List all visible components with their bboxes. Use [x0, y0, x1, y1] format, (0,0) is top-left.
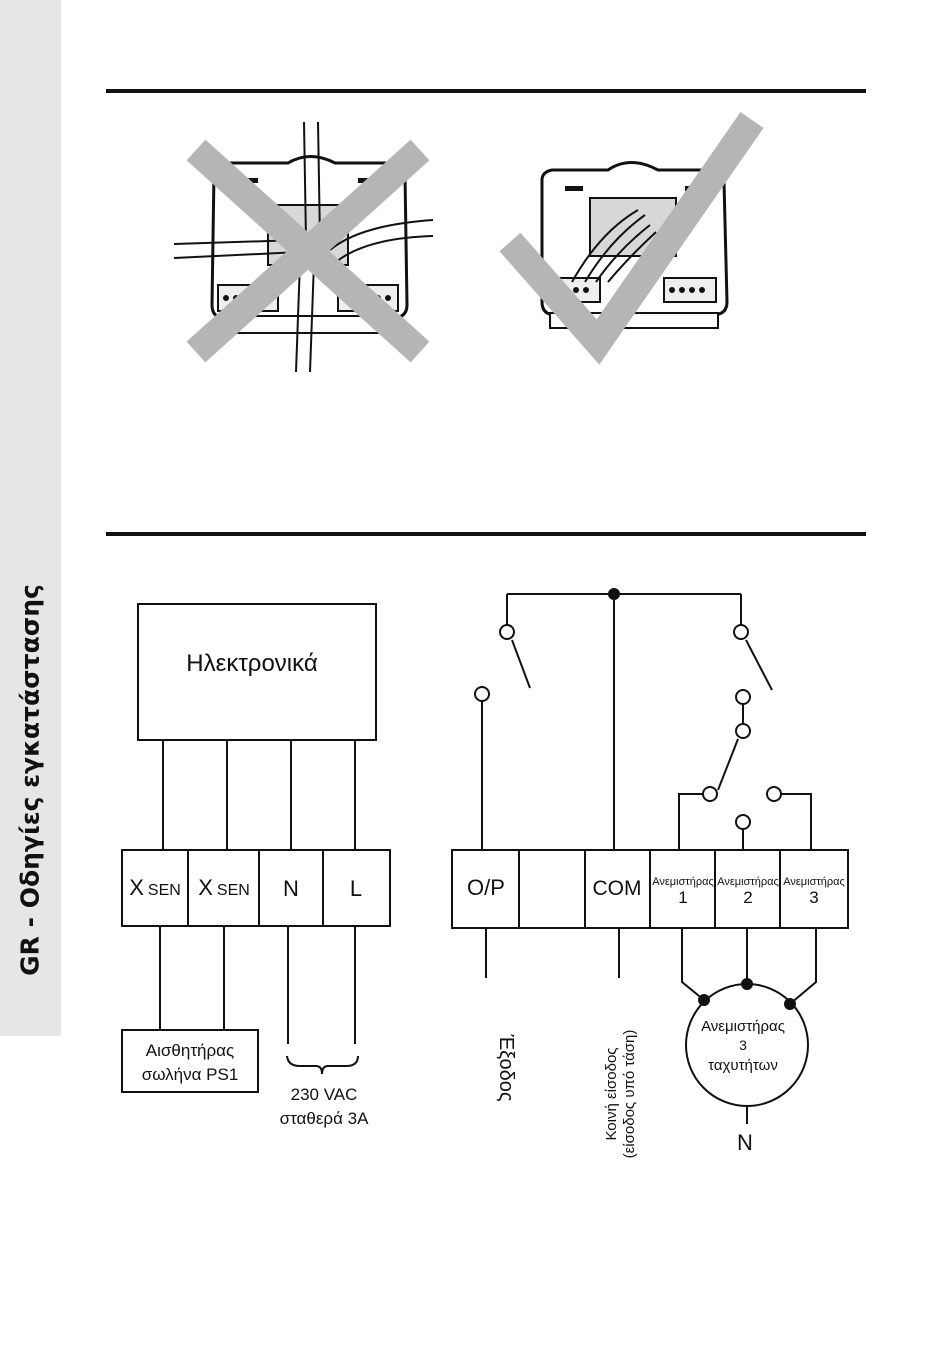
speed-selector-blade	[718, 739, 738, 790]
switch-contact	[734, 625, 748, 639]
sensor-label-line1: Αισθητήρας	[146, 1041, 234, 1060]
switch-contact	[500, 625, 514, 639]
switch-contact	[736, 724, 750, 738]
right-terminal-label: Ανεμιστήρας	[783, 876, 845, 888]
right-terminal-number: 1	[678, 888, 687, 907]
correct-installation-illustration	[510, 120, 752, 342]
electronics-label: Ηλεκτρονικά	[186, 650, 318, 677]
left-terminal-label: L	[350, 876, 362, 901]
right-terminal-number: 3	[809, 888, 818, 907]
common-input-label-line1: Κοινή είσοδος	[603, 1047, 620, 1140]
supply-brace	[287, 1056, 358, 1074]
wrong-installation-illustration	[174, 122, 433, 372]
speed-contact-2	[736, 815, 750, 829]
output-switch-blade	[512, 640, 530, 688]
fan-label-line1: Ανεμιστήρας	[701, 1018, 785, 1035]
supply-label-line2: σταθερά 3A	[280, 1109, 370, 1128]
left-terminal-label: N	[283, 876, 299, 901]
right-terminal-number: 2	[743, 888, 752, 907]
switch-contact	[475, 687, 489, 701]
common-input-label-line2: (είσοδος υπό τάση)	[621, 1030, 638, 1159]
right-terminal-label: O/P	[467, 875, 505, 900]
fan-label-line2: 3	[739, 1037, 747, 1053]
speed-contact-3	[767, 787, 781, 801]
right-terminal-label: Ανεμιστήρας	[717, 876, 779, 888]
right-terminal-label: COM	[593, 877, 642, 900]
fan-switch-blade	[746, 640, 772, 690]
left-wiring-diagram	[122, 604, 390, 1092]
supply-label-line1: 230 VAC	[291, 1085, 358, 1104]
sensor-label-line2: σωλήνα PS1	[142, 1065, 239, 1084]
neutral-label: N	[737, 1130, 753, 1155]
right-terminal-label: Ανεμιστήρας	[652, 876, 714, 888]
switch-contact	[736, 690, 750, 704]
fan-label-line3: ταχυτήτων	[708, 1057, 778, 1074]
output-label: Έξοδος	[495, 1033, 517, 1101]
speed-contact-1	[703, 787, 717, 801]
